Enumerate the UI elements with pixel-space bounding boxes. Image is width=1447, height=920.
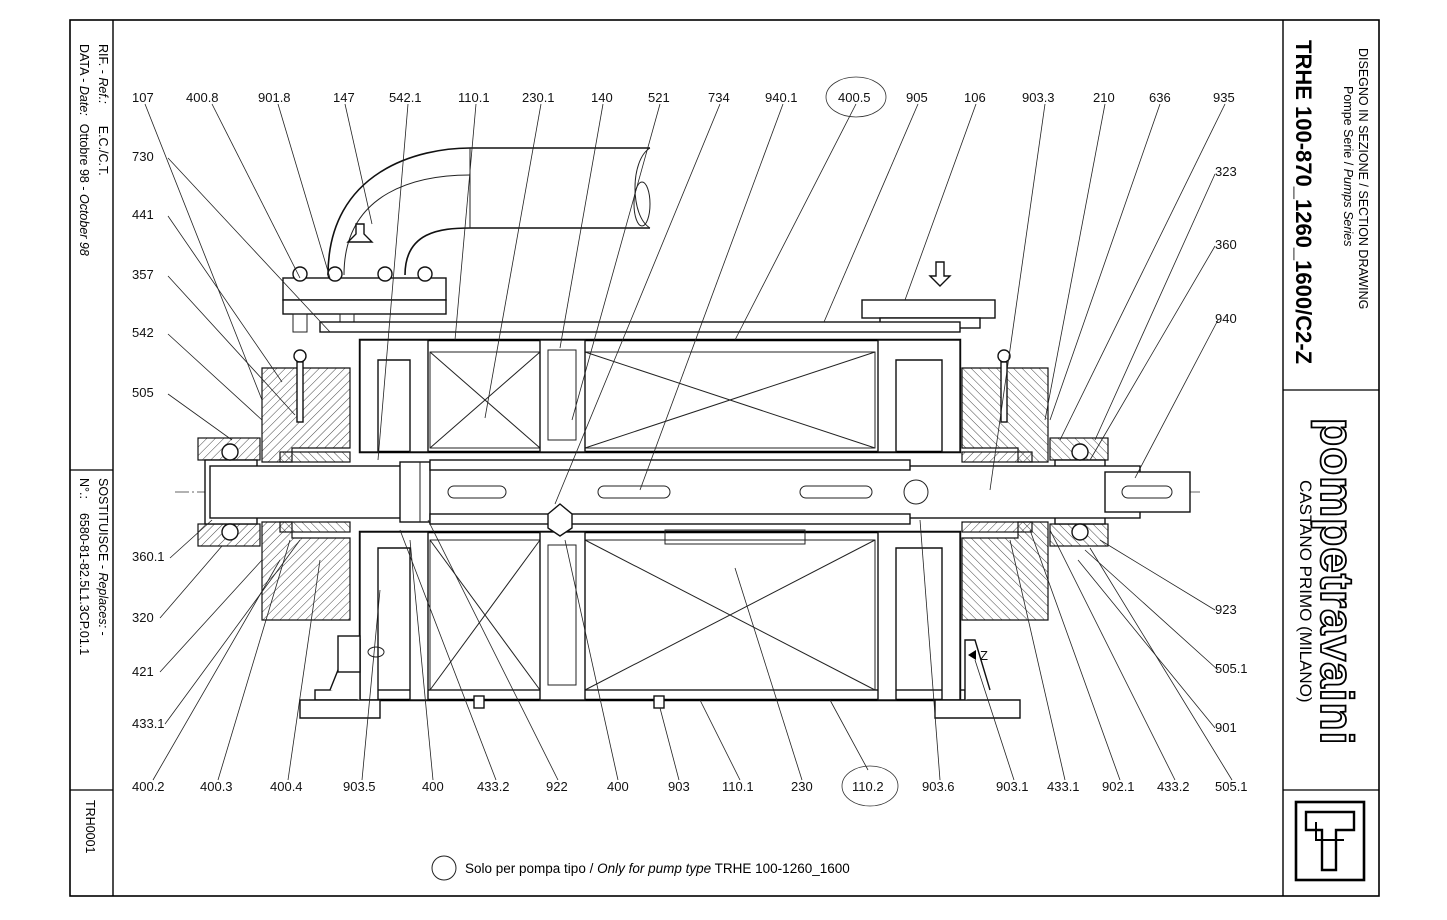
part-label: 400 bbox=[422, 779, 444, 794]
part-label: 210 bbox=[1093, 90, 1115, 105]
part-label: 903.6 bbox=[922, 779, 955, 794]
part-label: 903.3 bbox=[1022, 90, 1055, 105]
optional-part-marker-bottom bbox=[841, 765, 899, 807]
company-logo-text: pompetravaini bbox=[1310, 417, 1364, 746]
part-label: 323 bbox=[1215, 164, 1237, 179]
right-foot bbox=[934, 699, 1021, 719]
left-end-cover bbox=[261, 367, 351, 463]
part-label: 901.8 bbox=[258, 90, 291, 105]
part-label: 734 bbox=[708, 90, 730, 105]
shaft bbox=[209, 465, 1141, 519]
part-label: 400.2 bbox=[132, 779, 165, 794]
pump-section: Z bbox=[175, 147, 1200, 719]
part-label: 360.1 bbox=[132, 549, 165, 564]
shaft-drive-end bbox=[1104, 471, 1191, 513]
part-label: 400.8 bbox=[186, 90, 219, 105]
svg-text:TRH0001: TRH0001 bbox=[83, 800, 97, 854]
date-block: DATA - Date:Ottobre 98 - October 98 bbox=[77, 44, 91, 256]
part-label: 505.1 bbox=[1215, 661, 1248, 676]
part-label: 542.1 bbox=[389, 90, 422, 105]
part-label: 903.1 bbox=[996, 779, 1029, 794]
part-label: 107 bbox=[132, 90, 154, 105]
part-label: 433.2 bbox=[477, 779, 510, 794]
part-label: 320 bbox=[132, 610, 154, 625]
leader-lines bbox=[144, 103, 1233, 781]
svg-text:N°.:6580-81-82.5L1.3CP.01.1: N°.:6580-81-82.5L1.3CP.01.1 bbox=[77, 478, 91, 655]
discharge-elbow bbox=[327, 147, 651, 276]
tie-rod-upper bbox=[319, 321, 961, 333]
labels-top: 107 400.8 901.8 147 542.1 110.1 230.1 14… bbox=[132, 90, 1235, 105]
suction-flange bbox=[861, 261, 996, 329]
part-label: 433.2 bbox=[1157, 779, 1190, 794]
part-label: 505.1 bbox=[1215, 779, 1248, 794]
part-label: 902.1 bbox=[1102, 779, 1135, 794]
shaft-sleeve bbox=[399, 461, 431, 523]
part-label: 940 bbox=[1215, 311, 1237, 326]
title-heading: DISEGNO IN SEZIONE / SECTION DRAWING bbox=[1356, 48, 1370, 309]
part-label: 110.1 bbox=[458, 90, 490, 105]
svg-text:TRHE 100-870_1260_1600/C2-Z: TRHE 100-870_1260_1600/C2-Z bbox=[1291, 40, 1316, 364]
port-block-right bbox=[877, 339, 961, 453]
part-label: 110.1 bbox=[722, 779, 754, 794]
drawing-code: TRH0001 bbox=[83, 800, 97, 854]
footnote-circle-icon bbox=[431, 855, 457, 881]
part-label: 903 bbox=[668, 779, 690, 794]
svg-text:DATA - Date:Ottobre 98 - Octob: DATA - Date:Ottobre 98 - October 98 bbox=[77, 44, 91, 256]
part-label: 147 bbox=[333, 90, 355, 105]
flow-marker-label: Z bbox=[980, 648, 988, 663]
number-block: N°.:6580-81-82.5L1.3CP.01.1 bbox=[77, 478, 91, 655]
part-label: 421 bbox=[132, 664, 154, 679]
part-label: 730 bbox=[132, 149, 154, 164]
part-label: 230 bbox=[791, 779, 813, 794]
labels-bottom: 400.2 400.3 400.4 903.5 400 433.2 922 40… bbox=[132, 779, 1248, 794]
part-label: 922 bbox=[546, 779, 568, 794]
company-location: CASTANO PRIMO (MILANO) bbox=[1296, 480, 1315, 703]
part-label: 905 bbox=[906, 90, 928, 105]
svg-text:pompetravaini: pompetravaini bbox=[1311, 418, 1363, 745]
svg-text:Pompe Serie / Pumps Series: Pompe Serie / Pumps Series bbox=[1341, 86, 1355, 247]
replaces-block: SOSTITUISCE - Replaces: - bbox=[96, 478, 110, 636]
part-label: 140 bbox=[591, 90, 613, 105]
footnote-text: Solo per pompa tipo / Only for pump type… bbox=[465, 861, 850, 876]
svg-text:DISEGNO IN SEZIONE / SECTION D: DISEGNO IN SEZIONE / SECTION DRAWING bbox=[1356, 48, 1370, 309]
optional-part-marker-top bbox=[825, 76, 887, 118]
reference-block: RIF. - Ref.:E.C./C.T. bbox=[96, 44, 110, 176]
part-label: 940.1 bbox=[765, 90, 798, 105]
left-foot bbox=[299, 699, 381, 719]
part-label: 521 bbox=[648, 90, 670, 105]
part-label: 903.5 bbox=[343, 779, 376, 794]
part-label: 360 bbox=[1215, 237, 1237, 252]
part-label: 110.2 bbox=[852, 779, 884, 794]
company-logo-icon bbox=[1294, 800, 1366, 882]
part-label: 636 bbox=[1149, 90, 1171, 105]
part-label: 901 bbox=[1215, 720, 1237, 735]
svg-text:SOSTITUISCE - Replaces: -: SOSTITUISCE - Replaces: - bbox=[96, 478, 110, 636]
part-label: 433.1 bbox=[132, 716, 165, 731]
part-label: 230.1 bbox=[522, 90, 555, 105]
discharge-flange bbox=[282, 266, 447, 333]
labels-left: 730 441 357 542 505 360.1 320 421 433.1 bbox=[132, 149, 165, 731]
part-label: 400.4 bbox=[270, 779, 303, 794]
part-label: 106 bbox=[964, 90, 986, 105]
part-label: 542 bbox=[132, 325, 154, 340]
model-number: TRHE 100-870_1260_1600/C2-Z bbox=[1291, 40, 1316, 364]
part-label: 923 bbox=[1215, 602, 1237, 617]
part-label: 505 bbox=[132, 385, 154, 400]
part-label: 400 bbox=[607, 779, 629, 794]
labels-right: 323 360 940 923 505.1 901 bbox=[1215, 164, 1248, 735]
part-label: 935 bbox=[1213, 90, 1235, 105]
flow-marker-arrow bbox=[968, 650, 976, 660]
svg-text:RIF. - Ref.:E.C./C.T.: RIF. - Ref.:E.C./C.T. bbox=[96, 44, 110, 176]
part-label: 357 bbox=[132, 267, 154, 282]
drawing-frame bbox=[69, 19, 1380, 897]
part-label: 400.3 bbox=[200, 779, 233, 794]
part-label: 441 bbox=[132, 207, 154, 222]
part-label: 433.1 bbox=[1047, 779, 1080, 794]
part-label: 400.5 bbox=[838, 90, 871, 105]
port-block-left bbox=[359, 339, 429, 453]
svg-text:CASTANO PRIMO (MILANO): CASTANO PRIMO (MILANO) bbox=[1296, 480, 1315, 703]
title-subheading: Pompe Serie / Pumps Series bbox=[1341, 86, 1355, 247]
